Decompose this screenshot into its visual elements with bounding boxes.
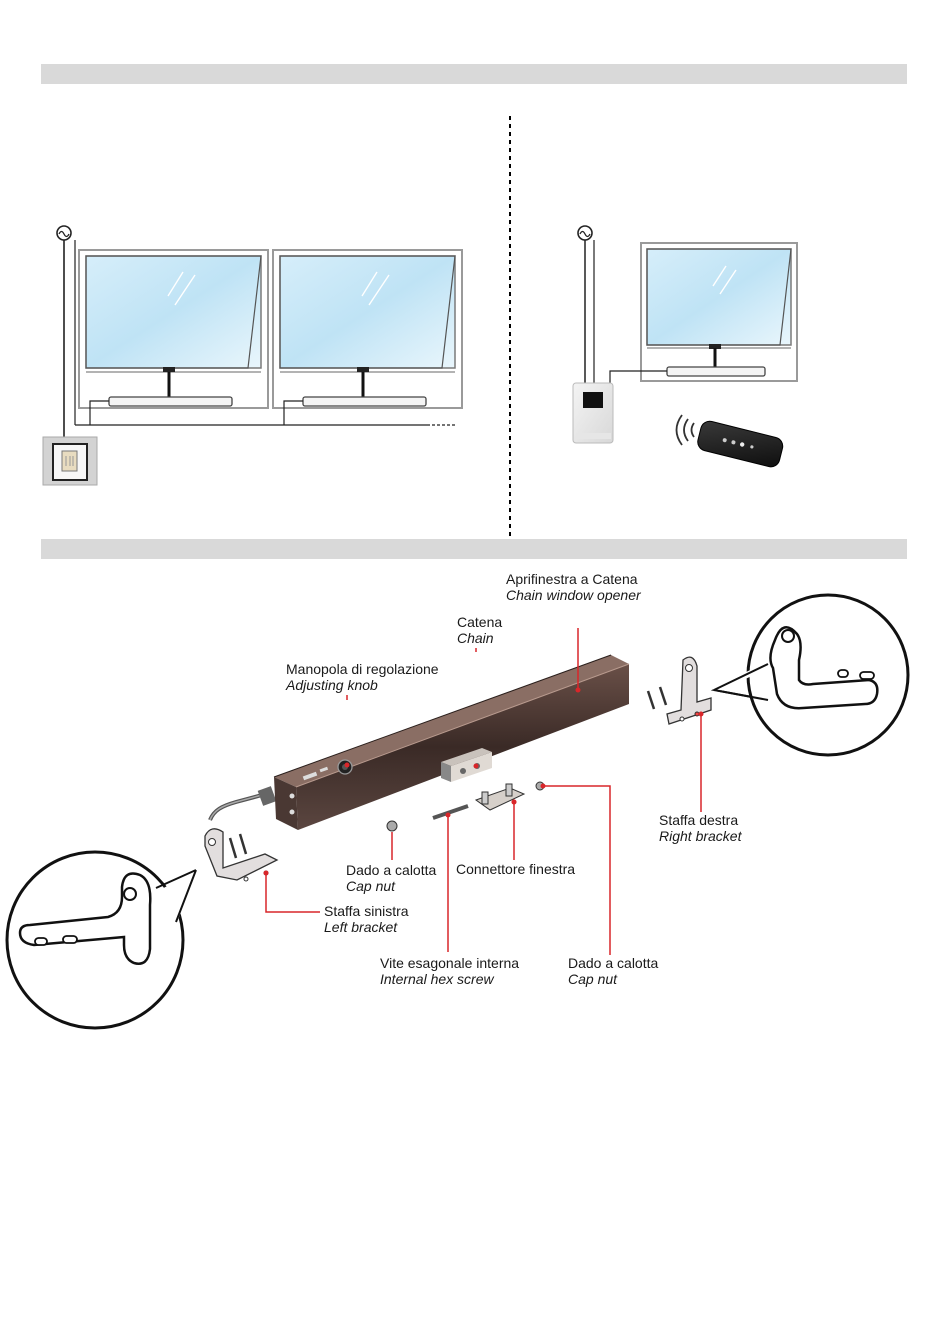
hex-screw-part bbox=[433, 806, 468, 818]
label-en: Chain window opener bbox=[506, 587, 641, 603]
label-left-bracket: Staffa sinistra Left bracket bbox=[324, 903, 409, 935]
right-bracket-detail-callout bbox=[714, 595, 908, 755]
label-en: Adjusting knob bbox=[286, 677, 439, 693]
remote-installation-diagram bbox=[573, 226, 797, 469]
label-chain-window-opener: Aprifinestra a Catena Chain window opene… bbox=[506, 571, 641, 603]
window-left-1 bbox=[79, 250, 268, 408]
label-en: Internal hex screw bbox=[380, 971, 519, 987]
label-cap-nut-left: Dado a calotta Cap nut bbox=[346, 862, 436, 894]
label-it: Aprifinestra a Catena bbox=[506, 571, 641, 587]
label-it: Dado a calotta bbox=[568, 955, 658, 971]
left-bracket-detail-callout bbox=[7, 852, 196, 1028]
label-it: Staffa sinistra bbox=[324, 903, 409, 919]
label-internal-hex-screw: Vite esagonale interna Internal hex scre… bbox=[380, 955, 519, 987]
ac-power-icon bbox=[57, 226, 71, 240]
label-it: Vite esagonale interna bbox=[380, 955, 519, 971]
label-it: Manopola di regolazione bbox=[286, 661, 439, 677]
label-en: Cap nut bbox=[346, 878, 436, 894]
wireless-signal-icon bbox=[677, 415, 695, 445]
label-adjusting-knob: Manopola di regolazione Adjusting knob bbox=[286, 661, 439, 693]
label-it: Staffa destra bbox=[659, 812, 741, 828]
window-right bbox=[641, 243, 797, 381]
label-right-bracket: Staffa destra Right bracket bbox=[659, 812, 741, 844]
window-connector-part bbox=[476, 784, 524, 810]
remote-control-icon bbox=[696, 419, 785, 468]
label-chain: Catena Chain bbox=[457, 614, 502, 646]
label-window-connector: Connettore finestra bbox=[456, 861, 575, 877]
label-it: Dado a calotta bbox=[346, 862, 436, 878]
label-en: Chain bbox=[457, 630, 502, 646]
label-it: Catena bbox=[457, 614, 502, 630]
label-en: Right bracket bbox=[659, 828, 741, 844]
label-en: Left bracket bbox=[324, 919, 409, 935]
ac-power-icon bbox=[578, 226, 592, 240]
label-en: Cap nut bbox=[568, 971, 658, 987]
wired-installation-diagram bbox=[43, 226, 462, 485]
wall-switch-icon bbox=[43, 437, 97, 485]
wall-receiver-icon bbox=[573, 383, 613, 443]
label-it: Connettore finestra bbox=[456, 861, 575, 877]
label-cap-nut-right: Dado a calotta Cap nut bbox=[568, 955, 658, 987]
window-left-2 bbox=[273, 250, 462, 408]
